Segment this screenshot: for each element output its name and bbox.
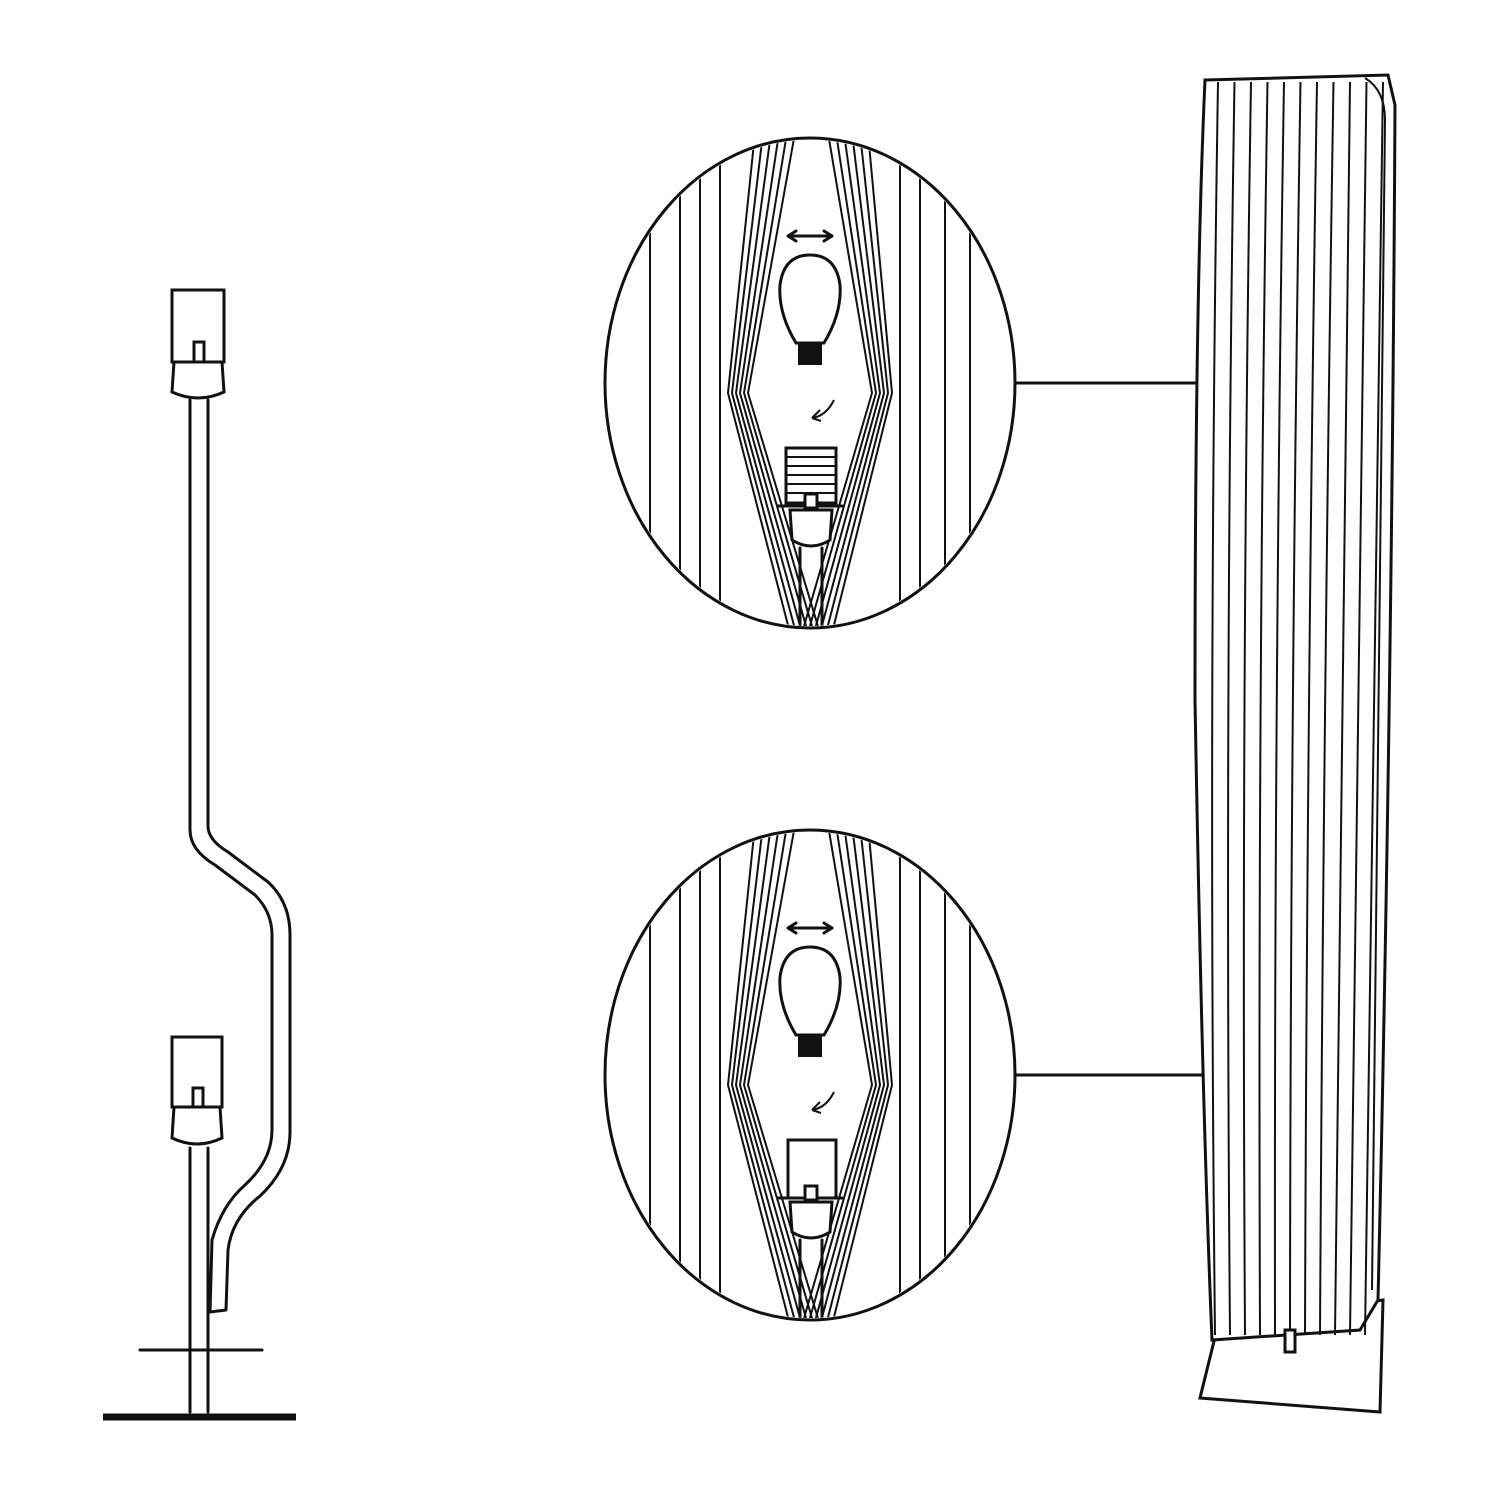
shade-string [801,140,874,626]
light-bulb-icon [778,945,842,1037]
shade-edge [1364,77,1387,1291]
shade-string [813,140,882,626]
shade-string [831,832,894,1318]
lower-socket [170,1035,224,1146]
shade-string [1349,81,1368,1336]
shade-string [825,140,890,626]
shade-string [726,832,791,1318]
adjust-arrow-icon [786,229,834,243]
shade-string [730,140,797,626]
detail-circle-upper [603,136,1017,630]
bulb-base [798,1035,822,1057]
insert-arrow-icon [811,1091,835,1114]
shade-string [742,140,815,626]
shade-string [742,832,815,1318]
shade-string [738,832,809,1318]
socket-cup [788,508,834,548]
shade-string [746,832,821,1318]
shade-string [807,140,878,626]
shade-string [1227,81,1236,1336]
shade-string [825,832,890,1318]
shade-string [1304,81,1318,1336]
light-bulb-icon [778,253,842,345]
socket-tab [803,492,819,510]
shade-string [1242,81,1252,1336]
insert-arrow-icon [811,399,835,422]
shade-string [1211,81,1219,1336]
shade-string [831,140,894,626]
shade-string [1364,81,1384,1336]
shade-string [1273,81,1285,1336]
shade-string [738,140,809,626]
socket-pole [798,1238,824,1318]
socket-pole [798,546,824,626]
shade-string [730,832,797,1318]
frame-pole [188,398,274,1314]
shade-string [813,832,882,1318]
lamp-frame [103,288,296,1421]
bulb-base [798,343,822,365]
shade-foot-peg [1283,1328,1297,1354]
shade-string [1289,81,1302,1336]
socket-cup [788,1200,834,1240]
upper-socket [170,288,226,400]
shade-body [1193,73,1397,1342]
detail-circle-lower [603,828,1017,1322]
base-pole [188,1146,210,1414]
shade-string [807,832,878,1318]
frame-pole-inner [206,398,292,1314]
adjust-arrow-icon [786,921,834,935]
shade-string [801,832,874,1318]
shade-string [746,140,821,626]
shade-string [819,832,886,1318]
shade-string [726,140,791,626]
shade-string [734,140,803,626]
lamp-shade [1193,73,1397,1414]
shade-string [819,140,886,626]
socket-tab [803,1184,819,1202]
shade-string [1319,81,1335,1336]
shade-string [734,832,803,1318]
shade-string [1258,81,1269,1336]
